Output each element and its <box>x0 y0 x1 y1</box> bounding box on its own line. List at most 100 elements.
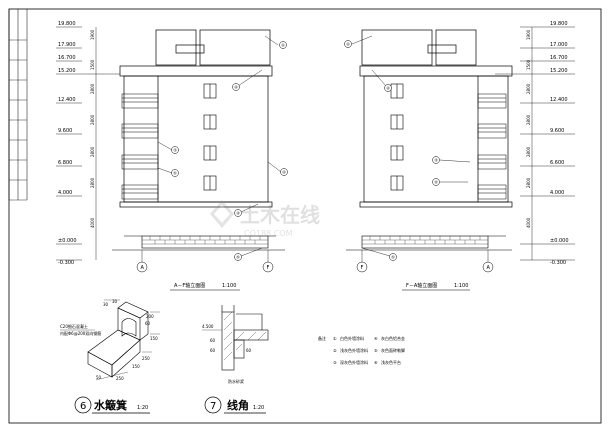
d6-dim-30b: 30 <box>112 299 118 304</box>
legend-item-4-num: ④ <box>374 336 378 341</box>
level-r-6600: 6.600 <box>550 160 564 166</box>
level-r-4000: 4.000 <box>550 190 564 196</box>
legend-item-1-num: ① <box>333 336 337 341</box>
elevation-left-scale: 1:100 <box>222 283 236 289</box>
dim-2800-d: 2800 <box>90 177 95 188</box>
callout-4-left: ④ <box>282 170 286 175</box>
legend-header: 备注 <box>318 335 326 341</box>
level-r-0000: ±0.000 <box>550 238 569 244</box>
sheet-border <box>8 8 602 424</box>
axis-bubble-f-right <box>356 261 368 273</box>
callout-5-right: ⑤ <box>391 255 395 260</box>
level-16700: 16.700 <box>58 55 76 61</box>
callout-4-right: ④ <box>434 180 438 185</box>
legend-item: ② 浅灰色外墙涂料 <box>333 347 368 353</box>
legend-item: ① 白色外墙涂料 <box>333 335 364 341</box>
elevation-left: 19.800 17.900 16.700 15.200 12.400 9.600… <box>56 21 288 291</box>
level-r-19800: 19.800 <box>550 21 568 27</box>
d6-dim-150: 150 <box>150 336 158 341</box>
level-markers-left <box>56 26 120 261</box>
callout-1-left: ① <box>281 43 285 48</box>
material-legend: 备注 ① 白色外墙涂料 ② 浅灰色外墙涂料 ③ 深灰色外墙涂料 ④ 灰白色铝合金… <box>318 335 405 365</box>
elevation-right: 19.800 17.000 16.700 15.200 12.400 9.600… <box>344 21 575 291</box>
level-17900: 17.900 <box>58 42 76 48</box>
legend-item-5-text: 灰色面砖勒脚 <box>381 347 405 353</box>
windows-left <box>203 83 217 191</box>
level-r-12400: 12.400 <box>550 97 568 103</box>
elevation-right-title: F－A轴立面图 <box>406 282 437 289</box>
detail-7-drawing <box>221 305 269 371</box>
legend-item: ④ 灰白色铝合金 <box>374 335 405 341</box>
d6-dim-250: 250 <box>116 376 124 381</box>
legend-item-2-num: ② <box>333 348 337 353</box>
level-r-9600: 9.600 <box>550 128 564 134</box>
legend-item-6-num: ⑥ <box>374 360 378 365</box>
d6-dim-30a: 30 <box>103 302 109 307</box>
axis-bubble-f-left <box>262 261 274 273</box>
d6-dim-60: 60 <box>145 321 151 326</box>
level-markers-right <box>495 26 575 261</box>
legend-item-6-text: 浅灰色平台 <box>381 359 401 365</box>
axis-label-f-left: F <box>267 265 270 271</box>
d6-note-2: 内配Φ6@200双向钢筋 <box>60 330 101 336</box>
watermark: 土木在线 CO188.COM <box>210 200 320 238</box>
level-0000: ±0.000 <box>58 238 77 244</box>
building-outline-left <box>119 29 273 208</box>
dim-r-4000: 4000 <box>526 217 531 228</box>
dim-4000: 4000 <box>90 217 95 228</box>
callout-circles-left <box>171 41 288 261</box>
callout-leaders-left <box>157 35 282 257</box>
watermark-main: 土木在线 <box>240 203 320 227</box>
detail-7-bubble <box>204 396 222 414</box>
callout-3-left: ③ <box>173 148 177 153</box>
legend-item-3-num: ③ <box>333 360 337 365</box>
legend-item-5-num: ⑤ <box>374 348 378 353</box>
callout-leaders-right <box>351 35 471 257</box>
dim-r-2800-c: 2800 <box>526 146 531 157</box>
balconies-left <box>121 93 159 200</box>
axis-lines-right <box>361 250 489 262</box>
legend-item-3-text: 深灰色外墙涂料 <box>340 359 368 365</box>
axis-lines-left <box>141 250 269 262</box>
dim-r-2800-d: 2800 <box>526 177 531 188</box>
detail-6-bubble <box>74 396 92 414</box>
d7-dim-60b: 60 <box>210 348 216 353</box>
axis-bubble-a-left <box>136 261 148 273</box>
dim-r-2800-b: 2800 <box>526 114 531 125</box>
callout-2-right: ② <box>386 86 390 91</box>
legend-item-4-text: 灰白色铝合金 <box>381 335 405 341</box>
callout-3-right: ③ <box>434 158 438 163</box>
legend-item: ⑥ 浅灰色平台 <box>374 359 401 365</box>
dim-r-1900: 1900 <box>526 29 531 40</box>
detail-6-dims <box>95 299 160 381</box>
detail-7: 4.500 60 60 60 防水砂浆 7 线角 1:20 <box>202 305 269 414</box>
callout-2b-left: ② <box>236 211 240 216</box>
dim-1900: 1900 <box>90 29 95 40</box>
elevation-left-title: A－F轴立面图 <box>174 282 205 289</box>
d7-level: 4.500 <box>202 324 214 329</box>
level-minus300: -0.300 <box>58 260 74 266</box>
axis-label-a-left: A <box>141 265 145 271</box>
dim-2800-a: 2800 <box>90 83 95 94</box>
detail-7-scale: 1:20 <box>253 405 264 411</box>
level-4000: 4.000 <box>58 190 72 196</box>
detail-6-number: 6 <box>80 401 86 412</box>
level-19800: 19.800 <box>58 21 76 27</box>
detail-6-drawing <box>87 301 149 378</box>
legend-item: ③ 深灰色外墙涂料 <box>333 359 368 365</box>
level-r-16700: 16.700 <box>550 55 568 61</box>
detail-7-title: 线角 <box>227 398 249 412</box>
d6-dim-150b: 150 <box>132 364 140 369</box>
d7-dim-60a: 60 <box>210 338 216 343</box>
legend-item: ⑤ 灰色面砖勒脚 <box>374 347 405 353</box>
d6-dim-200: 200 <box>146 314 154 319</box>
level-r-17000: 17.000 <box>550 42 568 48</box>
axis-label-f-right: F <box>361 265 364 271</box>
dim-r-1500: 1500 <box>526 59 531 70</box>
d7-note: 防水砂浆 <box>228 378 244 384</box>
brick-plinth-left <box>124 235 276 249</box>
windows-right <box>390 83 404 191</box>
callout-5-left: ⑤ <box>173 171 177 176</box>
level-r-minus300: -0.300 <box>550 260 566 266</box>
axis-bubble-a-right <box>482 261 494 273</box>
